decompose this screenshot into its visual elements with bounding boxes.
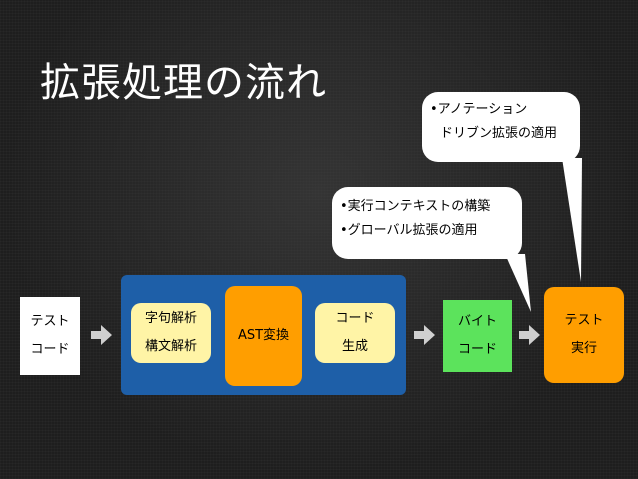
- slide-title: 拡張処理の流れ: [40, 60, 327, 106]
- node-bytecode-line2: コード: [457, 342, 497, 357]
- node-parse-line1: 字句解析: [144, 311, 197, 326]
- node-test-code: テスト コード: [20, 297, 80, 375]
- node-bytecode-line1: バイト: [457, 314, 497, 329]
- callout-context-line1: •実行コンテキストの構築: [340, 199, 491, 214]
- node-codegen-line2: 生成: [341, 339, 368, 354]
- callout-annotation-pointer: [562, 158, 582, 282]
- callout-context-line2: •グローバル拡張の適用: [340, 223, 478, 238]
- node-test-code-line2: コード: [30, 342, 70, 357]
- node-ast: AST変換: [225, 286, 302, 386]
- node-test-code-line1: テスト: [30, 314, 70, 329]
- node-exec: テスト 実行: [544, 287, 624, 383]
- node-exec-line2: 実行: [570, 341, 597, 356]
- right-arrow-icon: [91, 325, 112, 345]
- callout-annotation-line1: •アノテーション: [430, 102, 528, 117]
- right-arrow-icon: [519, 325, 540, 345]
- node-parse-line2: 構文解析: [144, 339, 197, 354]
- callout-annotation-line2: ドリブン拡張の適用: [440, 126, 558, 141]
- callout-context: •実行コンテキストの構築 •グローバル拡張の適用: [332, 187, 522, 259]
- callout-context-pointer: [505, 254, 531, 312]
- node-parse: 字句解析 構文解析: [131, 303, 211, 363]
- right-arrow-icon: [414, 325, 435, 345]
- node-codegen: コード 生成: [315, 303, 395, 363]
- node-codegen-line1: コード: [335, 311, 375, 326]
- node-exec-line1: テスト: [564, 313, 604, 328]
- callout-annotation: •アノテーション ドリブン拡張の適用: [422, 92, 580, 162]
- node-bytecode: バイト コード: [443, 300, 512, 372]
- node-ast-label: AST変換: [237, 328, 290, 343]
